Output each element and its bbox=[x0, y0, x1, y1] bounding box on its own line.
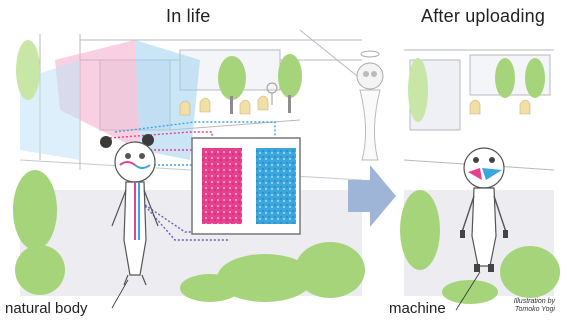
illustration-credit: Illustration by Tomoko Yogi bbox=[514, 298, 555, 314]
credit-line2: Tomoko Yogi bbox=[514, 306, 555, 314]
left-scene bbox=[13, 30, 365, 308]
label-machine: machine bbox=[389, 300, 446, 317]
pink-hemisphere bbox=[202, 148, 242, 224]
brain-panel bbox=[192, 138, 300, 234]
credit-line1: Illustration by bbox=[514, 298, 555, 306]
blue-hemisphere bbox=[256, 148, 296, 224]
right-scene bbox=[400, 34, 560, 310]
label-natural-body: natural body bbox=[5, 300, 88, 317]
